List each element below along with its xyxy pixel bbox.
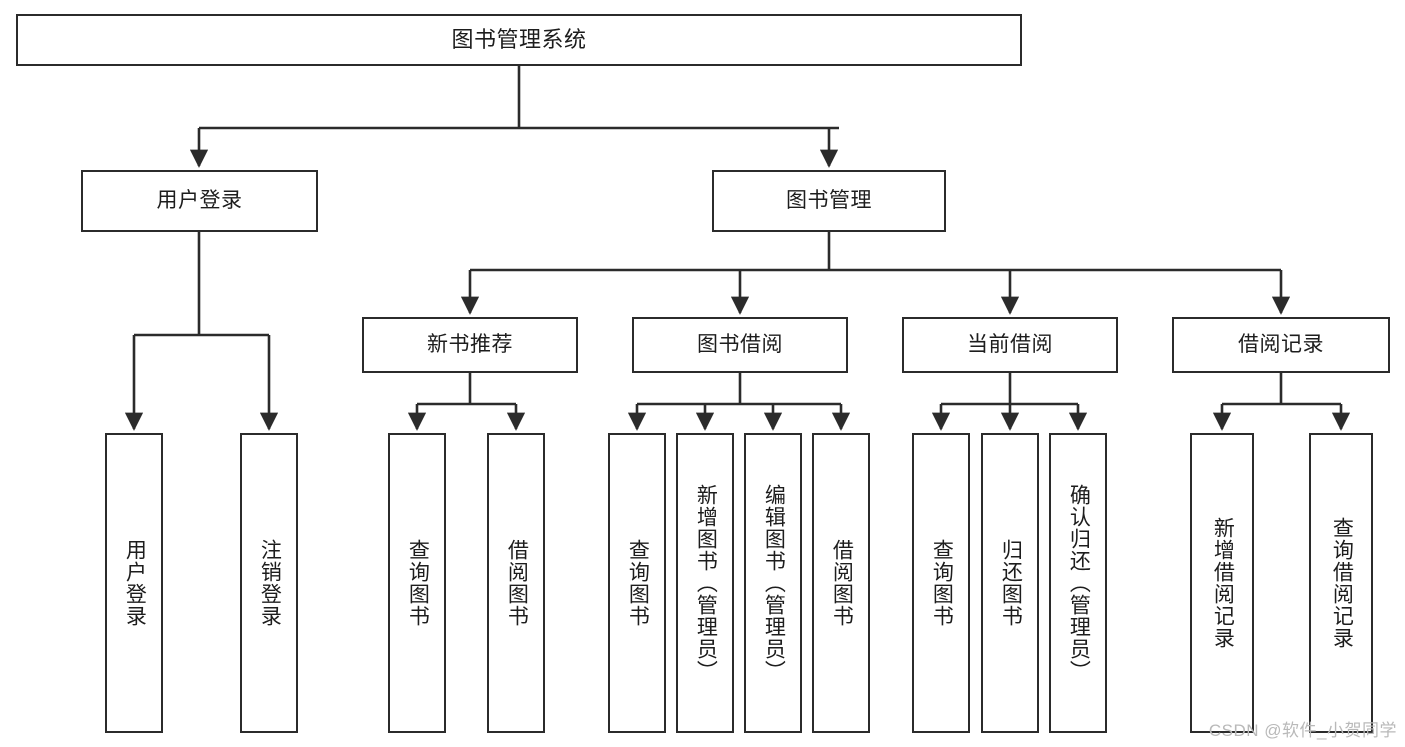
leaf-label: 编辑图书（管理员） bbox=[762, 484, 786, 682]
node-root-system[interactable]: 图书管理系统 bbox=[16, 14, 1022, 66]
leaf-label: 归还图书 bbox=[999, 539, 1023, 627]
node-book-borrow[interactable]: 图书借阅 bbox=[632, 317, 848, 373]
leaf-label: 查询图书 bbox=[406, 539, 430, 627]
leaf-label: 新增借阅记录 bbox=[1211, 517, 1235, 649]
node-current-borrow[interactable]: 当前借阅 bbox=[902, 317, 1118, 373]
leaf-label: 注销登录 bbox=[258, 539, 282, 627]
leaf-borrow-record-1[interactable]: 新增借阅记录 bbox=[1190, 433, 1254, 733]
leaf-borrow-record-2[interactable]: 查询借阅记录 bbox=[1309, 433, 1373, 733]
leaf-label: 借阅图书 bbox=[830, 539, 854, 627]
leaf-label: 借阅图书 bbox=[505, 539, 529, 627]
leaf-user-login-2[interactable]: 注销登录 bbox=[240, 433, 298, 733]
leaf-label: 查询图书 bbox=[930, 539, 954, 627]
node-new-book-recommend[interactable]: 新书推荐 bbox=[362, 317, 578, 373]
leaf-label: 查询借阅记录 bbox=[1330, 517, 1354, 649]
node-borrow-record[interactable]: 借阅记录 bbox=[1172, 317, 1390, 373]
leaf-book-borrow-3[interactable]: 编辑图书（管理员） bbox=[744, 433, 802, 733]
leaf-book-borrow-4[interactable]: 借阅图书 bbox=[812, 433, 870, 733]
leaf-label: 新增图书（管理员） bbox=[694, 484, 718, 682]
leaf-current-borrow-2[interactable]: 归还图书 bbox=[981, 433, 1039, 733]
leaf-book-borrow-1[interactable]: 查询图书 bbox=[608, 433, 666, 733]
leaf-current-borrow-1[interactable]: 查询图书 bbox=[912, 433, 970, 733]
node-user-login[interactable]: 用户登录 bbox=[81, 170, 318, 232]
leaf-new-book-2[interactable]: 借阅图书 bbox=[487, 433, 545, 733]
leaf-user-login-1[interactable]: 用户登录 bbox=[105, 433, 163, 733]
leaf-label: 查询图书 bbox=[626, 539, 650, 627]
leaf-book-borrow-2[interactable]: 新增图书（管理员） bbox=[676, 433, 734, 733]
node-book-manage[interactable]: 图书管理 bbox=[712, 170, 946, 232]
leaf-label: 确认归还（管理员） bbox=[1067, 484, 1091, 682]
leaf-label: 用户登录 bbox=[123, 539, 147, 627]
leaf-current-borrow-3[interactable]: 确认归还（管理员） bbox=[1049, 433, 1107, 733]
leaf-new-book-1[interactable]: 查询图书 bbox=[388, 433, 446, 733]
